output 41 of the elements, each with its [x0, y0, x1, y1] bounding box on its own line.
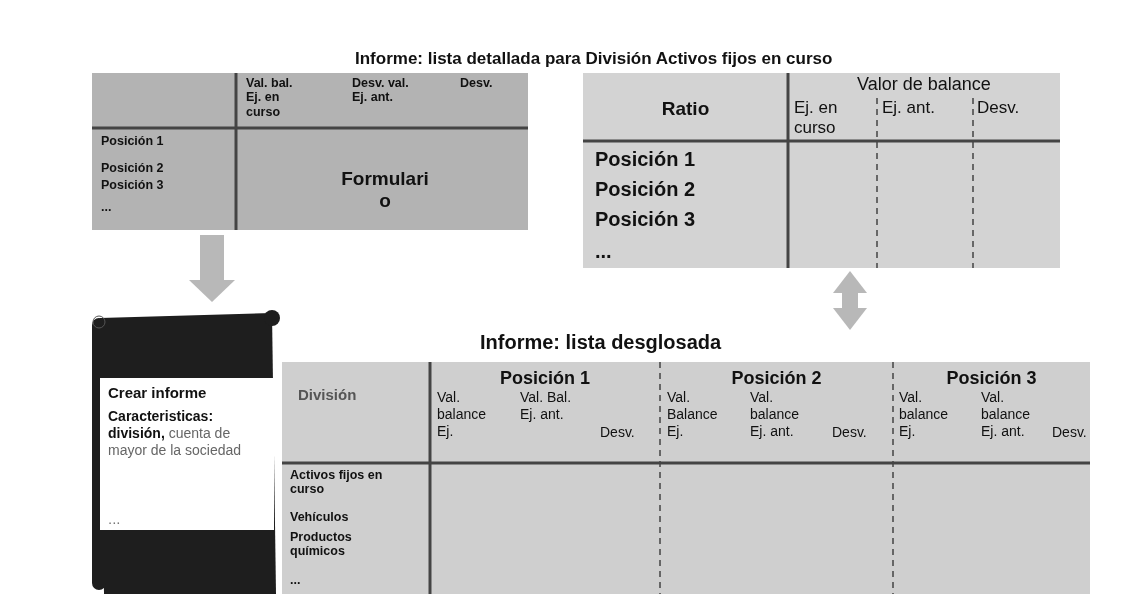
- column-header: Posición 3: [945, 368, 1038, 389]
- column-header: Desv.: [832, 424, 868, 441]
- column-header: Ratio: [660, 98, 711, 120]
- column-header: Desv.: [977, 98, 1021, 118]
- row-label: ...: [290, 573, 302, 588]
- table-heading: Informe: lista detallada para División Activos fijos en curso: [355, 49, 834, 69]
- form-heading: Crear informe: [108, 384, 208, 402]
- row-label: Vehículos: [290, 510, 350, 525]
- row-label: ...: [595, 240, 613, 263]
- column-header: Val. Bal. Ej. ant.: [520, 389, 572, 423]
- table-heading: Informe: lista desglosada: [480, 331, 723, 354]
- column-header: Ej. en curso: [794, 98, 839, 138]
- column-header: Desv.: [460, 76, 494, 91]
- row-label: Posición 1: [595, 148, 697, 171]
- row-label: Posición 2: [101, 161, 165, 176]
- row-label: Posición 2: [595, 178, 697, 201]
- arrow: [189, 235, 235, 302]
- form-text: Caracteristicas: división, cuenta de mayor de la sociedad: [108, 408, 243, 459]
- row-label: ...: [101, 200, 113, 215]
- form-label: Formulari o: [340, 168, 430, 212]
- arrow: [833, 271, 867, 330]
- column-header: Posición 2: [730, 368, 823, 389]
- column-header: Val. balance Ej.: [437, 389, 488, 440]
- row-label: Posición 3: [101, 178, 165, 193]
- ellipsis-text: ...: [108, 510, 122, 528]
- column-header: Val. balance Ej. ant.: [981, 389, 1032, 440]
- column-header: Desv.: [600, 424, 636, 441]
- column-header: Val. bal. Ej. en curso: [246, 76, 294, 120]
- column-header: Posición 1: [499, 368, 591, 389]
- column-header: Valor de balance: [856, 74, 992, 95]
- row-label: Activos fijos en curso: [290, 468, 384, 497]
- column-header: Desv. val. Ej. ant.: [352, 76, 410, 105]
- row-label: Posición 1: [101, 134, 165, 149]
- row-label: Posición 3: [595, 208, 697, 231]
- row-label: Productos químicos: [290, 530, 353, 559]
- column-header: División: [298, 386, 358, 404]
- column-header: Desv.: [1052, 424, 1088, 441]
- column-header: Val. balance Ej. ant.: [750, 389, 801, 440]
- column-header: Val. Balance Ej.: [667, 389, 719, 440]
- column-header: Ej. ant.: [882, 98, 936, 118]
- column-header: Val. balance Ej.: [899, 389, 950, 440]
